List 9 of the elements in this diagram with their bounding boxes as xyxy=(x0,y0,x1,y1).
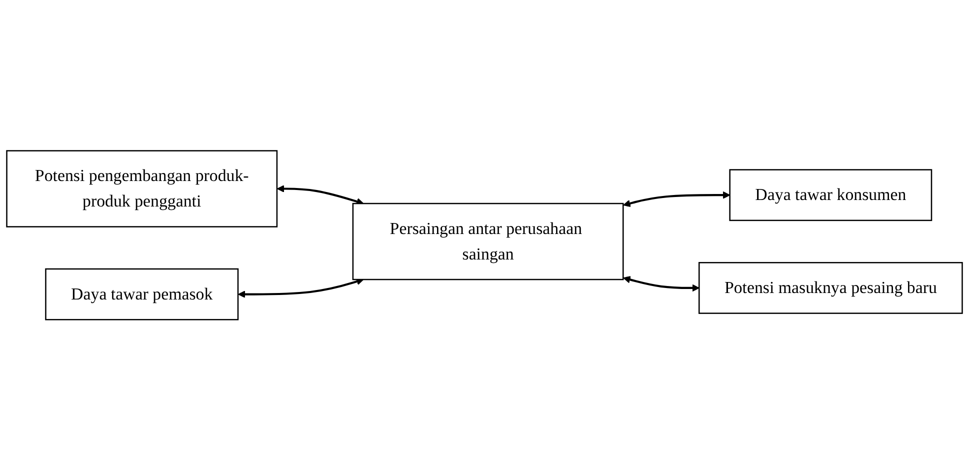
arrow xyxy=(623,191,730,207)
node-box: Persaingan antar perusahaan saingan xyxy=(352,202,624,280)
arrow xyxy=(238,278,364,298)
node-box: Daya tawar pemasok xyxy=(45,268,239,320)
node-box: Daya tawar konsumen xyxy=(729,168,932,221)
node-box: Potensi pengembangan produk-produk pengganti xyxy=(6,150,278,228)
arrow xyxy=(623,276,700,292)
node-box: Potensi masuknya pesaing baru xyxy=(698,262,963,314)
arrow xyxy=(276,184,364,205)
